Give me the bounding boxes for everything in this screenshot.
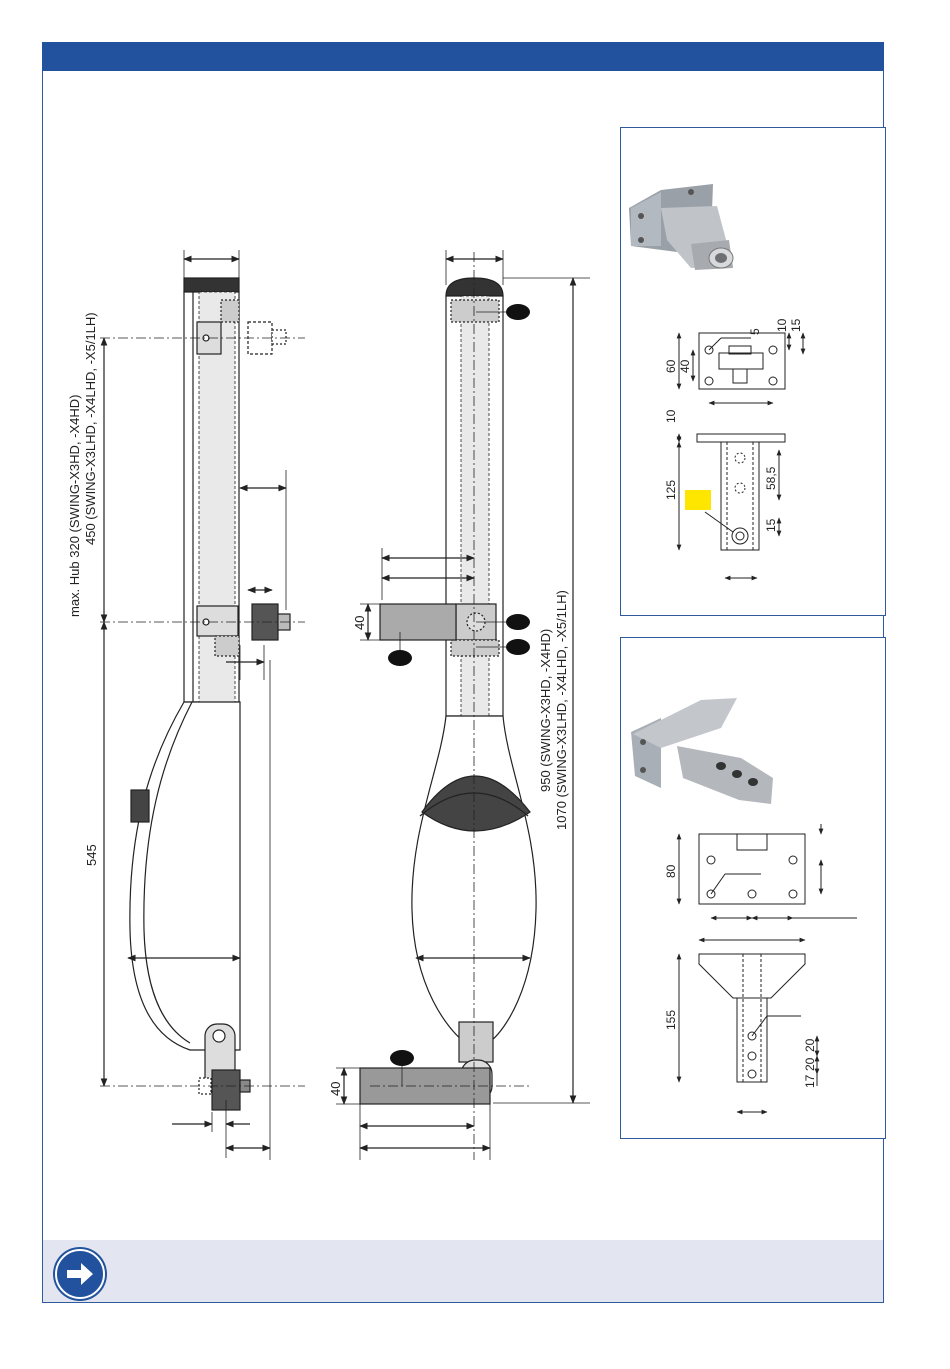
dim-60: 60 (664, 359, 678, 373)
arrow-right-icon (57, 1251, 103, 1297)
dim-80: 80 (664, 864, 678, 878)
bracket-top-drawing: 5 10 15 60 40 10 125 58,5 15 (621, 128, 885, 615)
middle-dim-40-top: 40 (352, 616, 367, 630)
middle-dim-40-bottom: 40 (328, 1082, 343, 1096)
left-drive (100, 250, 305, 1160)
dim-20-a: 20 (803, 1038, 817, 1052)
left-dim-545: 545 (84, 844, 99, 866)
dim-125: 125 (664, 480, 678, 500)
next-button[interactable] (55, 1249, 105, 1299)
left-stroke-label-2: 450 (SWING-X3LHD, -X4LHD, -X5/1LH) (83, 312, 98, 545)
dim-5: 5 (748, 328, 762, 335)
dim-58-5: 58,5 (764, 466, 778, 490)
dim-155: 155 (664, 1010, 678, 1030)
footer-bar (43, 1240, 883, 1302)
bracket-bottom-drawing: 80 155 20 20 17 (621, 638, 885, 1138)
dim-20-b: 20 (803, 1057, 817, 1071)
bracket-bottom-photo (631, 698, 773, 804)
dim-15-b: 15 (764, 518, 778, 532)
bracket-panel-bottom: 80 155 20 20 17 (620, 637, 886, 1139)
dim-15-a: 15 (789, 318, 803, 332)
highlight-label (685, 490, 711, 510)
middle-length-label-2: 1070 (SWING-X3LHD, -X4LHD, -X5/1LH) (554, 590, 569, 830)
dim-10-a: 10 (775, 318, 789, 332)
bracket-panel-top: 5 10 15 60 40 10 125 58,5 15 (620, 127, 886, 616)
bracket-top-photo (629, 184, 733, 270)
dim-17: 17 (803, 1074, 817, 1088)
dim-40: 40 (678, 359, 692, 373)
dim-10-b: 10 (664, 409, 678, 423)
middle-length-label-1: 950 (SWING-X3HD, -X4HD) (538, 629, 553, 792)
left-stroke-label-1: max. Hub 320 (SWING-X3HD, -X4HD) (67, 395, 82, 618)
